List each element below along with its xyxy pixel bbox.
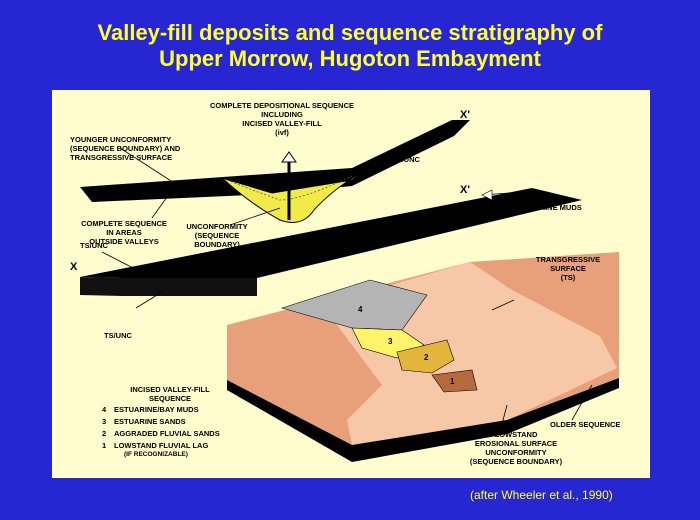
diagram-panel: COMPLETE DEPOSITIONAL SEQUENCE INCLUDING… — [52, 90, 650, 478]
block-3d — [80, 188, 619, 462]
label-lowstand-4: (SEQUENCE BOUNDARY) — [470, 457, 563, 466]
label-complete-seq-2: INCLUDING — [261, 110, 303, 119]
valley-fill-bedding — [226, 175, 353, 201]
ivf-arrow-head — [281, 151, 297, 163]
label-lowstand-1: LOWSTAND — [495, 430, 538, 439]
legend-text-4: ESTUARINE/BAY MUDS — [114, 405, 199, 414]
label-ts-2: SURFACE — [550, 264, 586, 273]
leader-ts-unc-left — [101, 251, 138, 271]
leader-younger — [119, 147, 183, 189]
label-older-seq: OLDER SEQUENCE — [550, 420, 620, 429]
legend-num-1: 1 — [102, 441, 106, 450]
block-diagram: COMPLETE DEPOSITIONAL SEQUENCE INCLUDING… — [70, 101, 620, 466]
label-complete-seq-3: INCISED VALLEY-FILL — [242, 119, 322, 128]
fill-number-2: 2 — [424, 353, 429, 362]
legend-text-3: ESTUARINE SANDS — [114, 417, 186, 426]
label-ts-unc-left: TS/UNC — [80, 241, 109, 250]
label-ts-unc-bottom: TS/UNC — [104, 331, 133, 340]
label-x-top: X — [86, 185, 94, 197]
incised-valley-fill — [221, 171, 363, 223]
leader-unconformity — [229, 207, 281, 226]
label-younger-1: YOUNGER UNCONFORMITY — [70, 135, 171, 144]
label-xp-top: X' — [460, 109, 470, 121]
legend-note: (IF RECOGNIZABLE) — [124, 451, 188, 458]
legend-title-1: INCISED VALLEY-FILL — [130, 385, 210, 394]
legend-text-1: LOWSTAND FLUVIAL LAG — [114, 441, 208, 450]
cross-section-beam — [80, 120, 470, 202]
label-ts-unc-top: TS/UNC — [392, 155, 421, 164]
fill-number-4: 4 — [358, 305, 363, 314]
label-unconformity-1: UNCONFORMITY — [186, 222, 247, 231]
title-line-1: Valley-fill deposits and sequence strati… — [97, 20, 603, 45]
label-ts-1: TRANSGRESSIVE — [536, 255, 600, 264]
source-caption: (after Wheeler et al., 1990) — [470, 488, 613, 502]
block-front-right — [352, 378, 619, 462]
labels: COMPLETE DEPOSITIONAL SEQUENCE INCLUDING… — [70, 101, 620, 466]
label-complete-seq-1: COMPLETE DEPOSITIONAL SEQUENCE — [210, 101, 354, 110]
label-younger-2: (SEQUENCE BOUNDARY) AND — [70, 144, 181, 153]
legend-num-2: 2 — [102, 429, 106, 438]
legend-title-2: SEQUENCE — [149, 394, 191, 403]
label-unconformity-3: BOUNDARY) — [194, 240, 240, 249]
label-x-mid: X — [70, 261, 78, 273]
label-outside-3: OUTSIDE VALLEYS — [89, 237, 158, 246]
leader-older-seq — [571, 384, 593, 421]
unit-4-estuarine-muds — [280, 279, 428, 331]
slide-title: Valley-fill deposits and sequence strati… — [0, 20, 700, 72]
legend-num-3: 3 — [102, 417, 106, 426]
unit-2-aggraded-fluvial-sands — [396, 339, 455, 374]
legend-num-4: 4 — [102, 405, 107, 414]
leader-ts-unc-bottom — [135, 291, 163, 309]
fill-number-3: 3 — [388, 337, 393, 346]
leader-ts-unc-top — [403, 141, 435, 161]
label-lowstand-2: EROSIONAL SURFACE — [475, 439, 557, 448]
label-younger-3: TRANSGRESSIVE SURFACE — [70, 153, 172, 162]
block-front-left — [227, 380, 352, 462]
label-xp-mid: X' — [460, 184, 470, 196]
label-complete-seq-4: (ivf) — [275, 128, 289, 137]
label-outside-1: COMPLETE SEQUENCE — [81, 219, 167, 228]
fill-number-1: 1 — [450, 377, 455, 386]
legend: INCISED VALLEY-FILL SEQUENCE 4 ESTUARINE… — [102, 385, 220, 458]
leader-ts — [491, 299, 515, 311]
label-ts-3: (TS) — [561, 273, 576, 282]
label-outside-2: IN AREAS — [106, 228, 142, 237]
legend-text-2: AGGRADED FLUVIAL SANDS — [114, 429, 220, 438]
unit-1-lowstand-fluvial-lag — [431, 369, 478, 393]
label-unconformity-2: (SEQUENCE — [195, 231, 240, 240]
label-marine-muds: MARINE MUDS — [528, 203, 582, 212]
leader-lowstand — [501, 404, 508, 425]
cross-section-top — [80, 120, 470, 226]
leader-outside — [151, 189, 173, 219]
marine-muds-cap-front — [80, 277, 257, 296]
marine-muds-arrow-head — [481, 189, 493, 201]
marine-muds-cap — [80, 188, 582, 278]
label-lowstand-3: UNCONFORMITY — [485, 448, 546, 457]
title-line-2: Upper Morrow, Hugoton Embayment — [159, 46, 541, 71]
